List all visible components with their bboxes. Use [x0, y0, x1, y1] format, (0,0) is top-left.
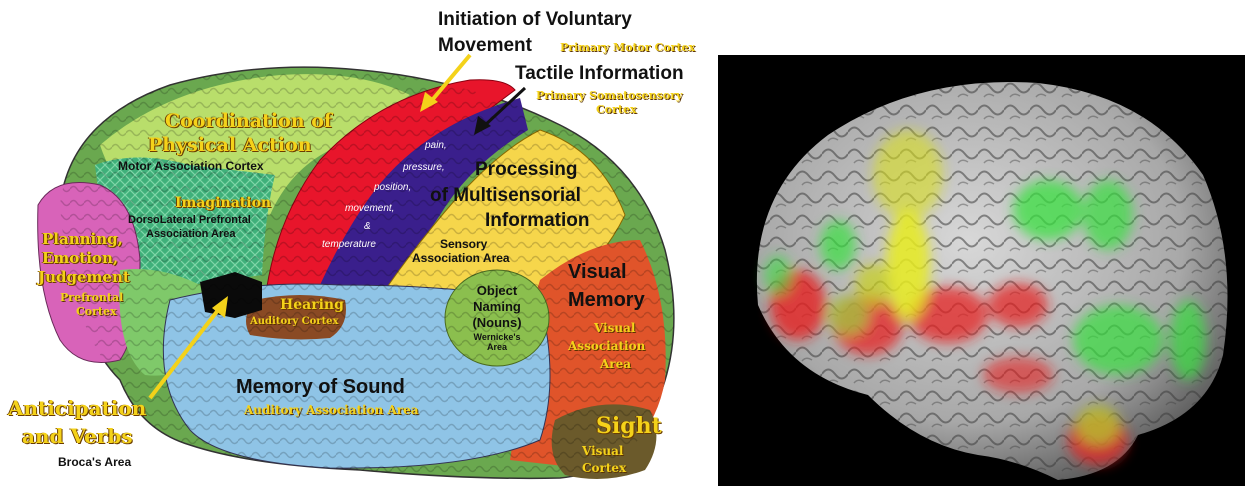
sight-label: Sight — [596, 415, 662, 438]
hearing-label: Hearing — [280, 298, 344, 313]
pain-label: pain, — [425, 141, 447, 152]
object-label-3: (Nouns) — [466, 316, 528, 330]
coordination-label-2: Physical Action — [148, 136, 312, 156]
temperature-label: temperature — [322, 240, 376, 251]
initiation-label: Initiation of Voluntary — [438, 10, 632, 30]
object-label-1: Object — [466, 284, 528, 298]
fmri-brain-scan — [718, 55, 1245, 486]
movement-small-label: movement, — [345, 204, 394, 215]
sensory-label-1: Sensory — [440, 238, 487, 251]
visual-assoc-label-1: Visual — [594, 322, 635, 335]
prefrontal-label-1: Prefrontal — [60, 292, 123, 304]
visual-memory-label-1: Visual — [568, 262, 627, 283]
somatosensory-label-1: Primary Somatosensory — [536, 90, 682, 102]
visual-cortex-label-1: Visual — [582, 445, 623, 458]
processing-label-1: Processing — [475, 160, 577, 180]
pressure-label: pressure, — [403, 163, 445, 174]
prefrontal-label-2: Cortex — [76, 306, 117, 318]
visual-assoc-label-3: Area — [600, 358, 631, 371]
primary-motor-label: Primary Motor Cortex — [560, 42, 695, 54]
imagination-label: Imagination — [175, 196, 271, 211]
memory-sound-label: Memory of Sound — [236, 377, 405, 398]
emotion-label: Emotion, — [42, 251, 118, 267]
broca-label: Broca's Area — [58, 456, 131, 469]
sensory-label-2: Association Area — [412, 252, 510, 265]
visual-memory-label-2: Memory — [568, 290, 645, 311]
auditory-assoc-label: Auditory Association Area — [244, 404, 419, 417]
object-label-2: Naming — [466, 300, 528, 314]
amp-label: & — [364, 222, 371, 233]
somatosensory-label-2: Cortex — [596, 104, 637, 116]
fmri-scan-image — [718, 55, 1245, 486]
position-label: position, — [374, 183, 411, 194]
dorsolateral-label-1: DorsoLateral Prefrontal — [128, 215, 251, 227]
dorsolateral-label-2: Association Area — [146, 229, 235, 241]
anticipation-label-1: Anticipation — [8, 398, 146, 419]
motor-assoc-label: Motor Association Cortex — [118, 160, 264, 173]
processing-label-3: Information — [485, 211, 590, 231]
coordination-label-1: Coordination of — [165, 112, 332, 132]
processing-label-2: of Multisensorial — [430, 186, 581, 206]
auditory-cortex-label: Auditory Cortex — [250, 317, 339, 328]
anticipation-label-2: and Verbs — [22, 426, 133, 447]
judgement-label: Judgement — [38, 270, 130, 286]
visual-assoc-label-2: Association — [568, 340, 645, 353]
wernicke-label-2: Area — [466, 343, 528, 352]
planning-label: Planning, — [42, 232, 123, 248]
movement-label: Movement — [438, 36, 532, 56]
visual-cortex-label-2: Cortex — [582, 462, 626, 475]
tactile-label: Tactile Information — [515, 64, 684, 84]
brain-function-map: Initiation of Voluntary Movement Primary… — [0, 0, 720, 486]
